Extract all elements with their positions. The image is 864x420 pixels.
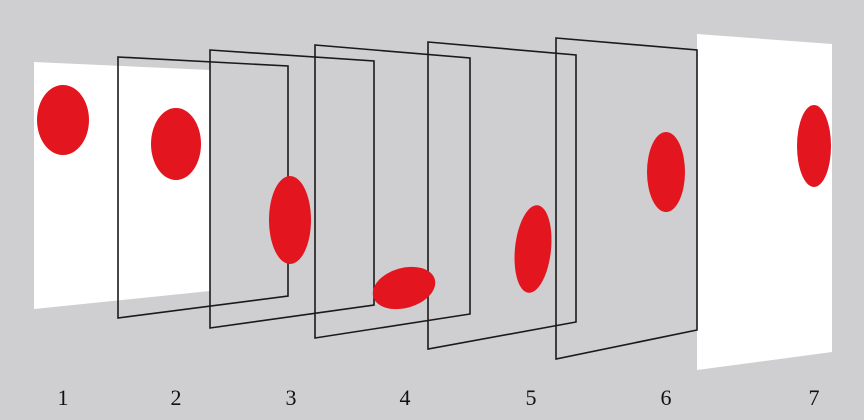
frame-5-outline — [427, 41, 577, 350]
frame-4-label: 4 — [400, 385, 411, 410]
frame-3-outline — [209, 49, 375, 329]
frame-5-red-dot — [514, 205, 552, 293]
frame-1-red-dot — [37, 85, 89, 155]
frame-7-panel — [697, 34, 832, 370]
frame-6-red-dot — [647, 132, 685, 212]
frame-7-red-dot — [797, 105, 831, 187]
frame-3-label: 3 — [286, 385, 297, 410]
frame-2-label: 2 — [171, 385, 182, 410]
frame-6-outline — [555, 37, 698, 360]
frame-3-red-dot — [269, 176, 311, 264]
frame-2-red-dot — [151, 108, 201, 180]
frame-6-label: 6 — [661, 385, 672, 410]
frame-1-label: 1 — [58, 385, 69, 410]
frame-7-label: 7 — [809, 385, 820, 410]
frame-4-outline — [314, 44, 471, 339]
frame-2-outline — [117, 56, 289, 319]
frame-4-red-dot — [372, 266, 436, 310]
frame-5-label: 5 — [526, 385, 537, 410]
